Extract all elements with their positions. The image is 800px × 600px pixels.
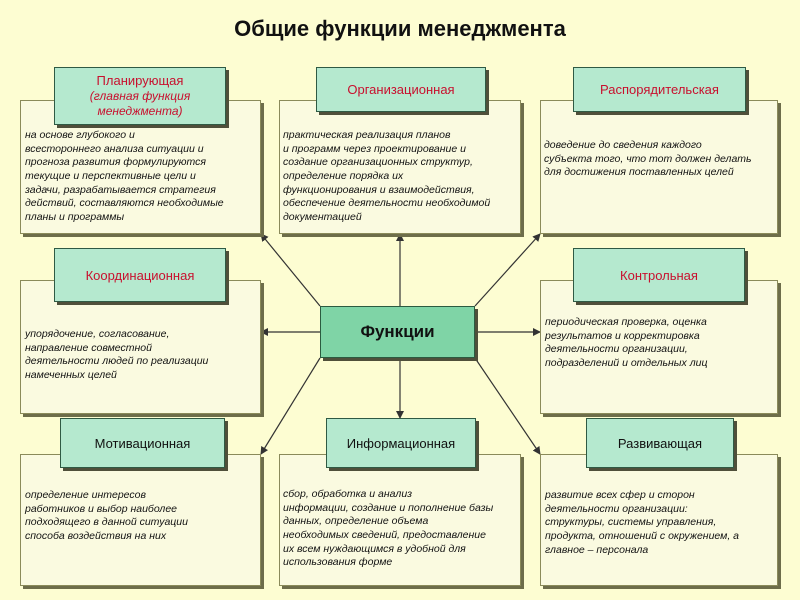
- developmental-description-box: развитие всех сфер и сторон деятельности…: [540, 454, 778, 586]
- motivation-header: Мотивационная: [60, 418, 225, 468]
- developmental-title: Развивающая: [617, 435, 703, 451]
- motivation-description-box: определение интересов работников и выбор…: [20, 454, 261, 586]
- planning-header: Планирующая (главная функция менеджмента…: [54, 67, 226, 125]
- center-node: Функции: [320, 306, 475, 358]
- motivation-title: Мотивационная: [94, 435, 191, 451]
- coordination-description-box: упорядочение, согласование, направление …: [20, 280, 261, 414]
- arrow-to-planning: [260, 233, 321, 307]
- page-title: Общие функции менеджмента: [234, 16, 566, 41]
- organizational-header: Организационная: [316, 67, 486, 112]
- center-label: Функции: [360, 322, 435, 341]
- administrative-description-box: доведение до сведения каждого субъекта т…: [540, 100, 778, 234]
- arrow-to-developmental: [474, 357, 541, 455]
- arrow-to-motivation: [260, 357, 321, 455]
- informational-header: Информационная: [326, 418, 476, 468]
- coordination-description: упорядочение, согласование, направление …: [25, 328, 209, 381]
- control-description: периодическая проверка, оценка результат…: [545, 316, 708, 369]
- administrative-title: Распорядительская: [600, 82, 719, 97]
- arrow-to-administrative: [474, 233, 541, 307]
- coordination-title: Координационная: [85, 267, 195, 283]
- planning-title: Планирующая: [96, 72, 184, 88]
- planning-subtitle: (главная функция менеджмента): [89, 89, 191, 119]
- informational-description: сбор, обработка и анализ информации, соз…: [283, 488, 494, 569]
- control-header: Контрольная: [573, 248, 745, 302]
- developmental-header: Развивающая: [586, 418, 734, 468]
- planning-description: на основе глубокого и всестороннего анал…: [25, 129, 224, 223]
- administrative-header: Распорядительская: [573, 67, 746, 112]
- motivation-description: определение интересов работников и выбор…: [25, 489, 188, 542]
- informational-description-box: сбор, обработка и анализ информации, соз…: [279, 454, 521, 586]
- control-description-box: периодическая проверка, оценка результат…: [540, 280, 778, 414]
- organizational-description: практическая реализация планов и програм…: [283, 129, 491, 223]
- organizational-description-box: практическая реализация планов и програм…: [279, 100, 521, 234]
- informational-title: Информационная: [346, 435, 456, 451]
- control-title: Контрольная: [620, 267, 698, 283]
- developmental-description: развитие всех сфер и сторон деятельности…: [545, 489, 740, 556]
- organizational-title: Организационная: [347, 82, 455, 97]
- coordination-header: Координационная: [54, 248, 226, 302]
- administrative-description: доведение до сведения каждого субъекта т…: [544, 139, 752, 179]
